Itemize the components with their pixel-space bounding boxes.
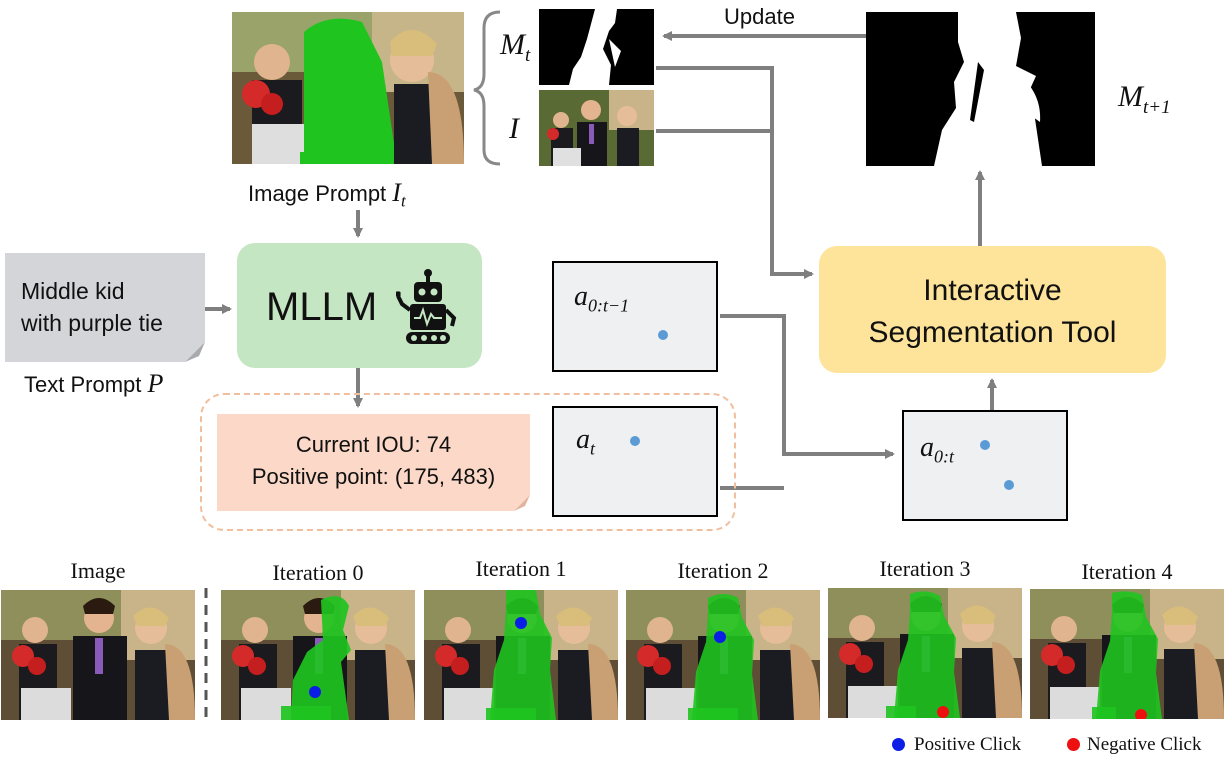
arrow-mask-to-tool: [656, 66, 814, 279]
current-action-panel: at: [552, 406, 718, 517]
next-mask: [866, 12, 1095, 166]
image-prompt-photo: [232, 12, 464, 164]
input-image-thumb: [539, 90, 654, 166]
iteration-label-3: Iteration 3: [879, 556, 971, 581]
page-fold-icon: [514, 495, 530, 511]
image-column-label: Image: [70, 558, 126, 583]
all-actions-label: a0:t: [920, 432, 954, 467]
current-mask: [539, 9, 654, 85]
iteration-2-photo: [626, 590, 820, 720]
next-mask-var-label: Mt+1: [1118, 80, 1171, 118]
negative-click-dot: [937, 706, 949, 718]
image-var-label: I: [509, 112, 519, 145]
legend-positive-label: Positive Click: [914, 734, 1022, 755]
positive-click-dot: [309, 686, 321, 698]
prev-actions-label: a0:t−1: [574, 281, 630, 316]
arrow-prev-to-all: [720, 314, 895, 459]
legend-positive-dot: [892, 738, 905, 751]
current-action-label: at: [576, 424, 596, 459]
feedback-box: Current IOU: 74 Positive point: (175, 48…: [217, 414, 530, 511]
prev-actions-panel: a0:t−1: [552, 261, 718, 372]
iteration-label-2: Iteration 2: [677, 558, 769, 583]
text-prompt-line1: Middle kid: [21, 278, 125, 304]
update-label: Update: [724, 4, 795, 29]
iteration-label-1: Iteration 1: [475, 556, 567, 581]
original-image-photo: [0, 590, 196, 720]
iteration-label-0: Iteration 0: [272, 560, 364, 585]
feedback-line1: Current IOU: 74: [295, 432, 452, 457]
feedback-group: [200, 393, 736, 531]
feedback-line2: Positive point: (175, 483): [251, 464, 496, 489]
positive-click-dot: [515, 617, 527, 629]
text-prompt-line2: with purple tie: [21, 310, 163, 336]
legend-negative-dot: [1067, 738, 1080, 751]
mllm-label: MLLM: [266, 285, 378, 329]
segmentation-tool-box: Interactive Segmentation Tool: [819, 246, 1166, 373]
iteration-label-4: Iteration 4: [1081, 559, 1173, 584]
point-dot: [658, 330, 668, 340]
negative-click-dot: [1135, 709, 1147, 719]
all-actions-panel: a0:t: [902, 410, 1068, 521]
point-dot: [980, 440, 990, 450]
segmentation-tool-line1: Interactive: [923, 274, 1062, 307]
iteration-3-photo: [828, 588, 1022, 718]
segmentation-tool-line2: Segmentation Tool: [868, 316, 1117, 349]
text-prompt-caption: Text Prompt P: [24, 369, 164, 398]
iteration-1-photo: [424, 590, 618, 720]
image-prompt-caption: Image Prompt It: [248, 178, 406, 211]
legend-negative-label: Negative Click: [1087, 734, 1202, 755]
mask-var-label: Mt: [500, 28, 531, 66]
positive-click-dot: [714, 631, 726, 643]
iteration-0-photo: [221, 590, 415, 720]
page-fold-icon: [185, 342, 205, 362]
robot-icon: [396, 269, 457, 344]
brace-icon: [473, 10, 501, 166]
iteration-4-photo: [1030, 589, 1224, 719]
point-dot: [630, 436, 640, 446]
text-prompt-note: Middle kid with purple tie: [5, 253, 205, 362]
point-dot: [1004, 480, 1014, 490]
